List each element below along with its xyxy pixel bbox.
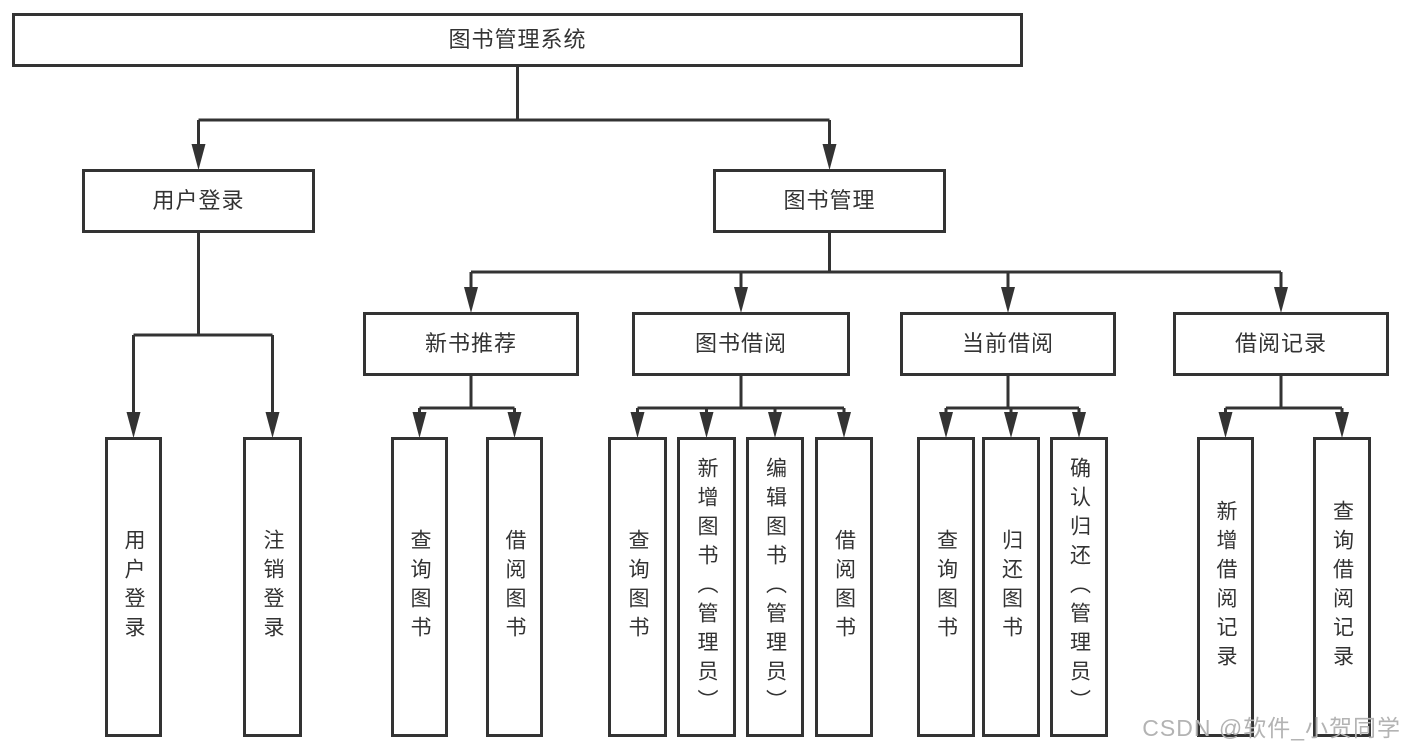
node-current-borrow: 当前借阅 [900,312,1116,376]
leaf-query-book-borrow: 查询图书 [608,437,667,737]
leaf-logout: 注销登录 [243,437,302,737]
leaf-add-borrow-record: 新增借阅记录 [1197,437,1254,737]
node-user-login: 用户登录 [82,169,315,233]
node-book-management: 图书管理 [713,169,946,233]
leaf-borrow-book-recommend: 借阅图书 [486,437,543,737]
leaf-borrow-book: 借阅图书 [815,437,873,737]
arrowheads [126,144,1349,438]
watermark: CSDN @软件_小贺同学 [1142,715,1401,741]
leaf-query-book-recommend: 查询图书 [391,437,448,737]
leaf-return-book: 归还图书 [982,437,1040,737]
node-borrow-records: 借阅记录 [1173,312,1389,376]
leaf-confirm-return-admin: 确认归还（管理员） [1050,437,1108,737]
leaf-query-book-current: 查询图书 [917,437,975,737]
node-book-borrow: 图书借阅 [632,312,850,376]
leaf-user-login: 用户登录 [105,437,162,737]
leaf-edit-book-admin: 编辑图书（管理员） [746,437,804,737]
node-new-book-recommend: 新书推荐 [363,312,579,376]
node-library-system: 图书管理系统 [12,13,1023,67]
leaf-add-book-admin: 新增图书（管理员） [677,437,736,737]
leaf-query-borrow-record: 查询借阅记录 [1313,437,1371,737]
